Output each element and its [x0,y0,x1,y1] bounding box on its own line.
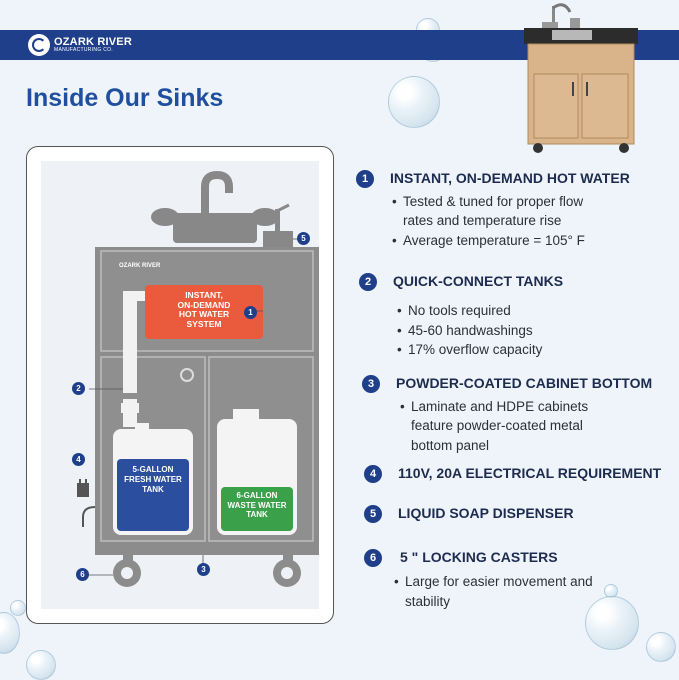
bubble-decoration [0,612,20,654]
feature-number-6: 6 [364,549,382,567]
logo-name: OZARK RIVER [54,36,132,48]
feature-bullet: 45-60 handwashings [397,323,533,338]
bubble-decoration [26,650,56,680]
feature-bullet: Average temperature = 105° F [392,233,585,248]
feature-number-2: 2 [359,273,377,291]
fresh-tank-label: 5-GALLON FRESH WATER TANK [124,465,182,494]
feature-bullet: No tools required [397,303,511,318]
bubble-decoration [388,76,440,128]
bubble-decoration [585,596,639,650]
bubble-decoration [10,600,26,616]
feature-number-5: 5 [364,505,382,523]
feature-bullet-cont: rates and temperature rise [403,213,562,228]
feature-title-6: 5 " LOCKING CASTERS [400,549,558,565]
bubble-decoration [646,632,676,662]
diagram-marker-1: 1 [244,306,257,319]
feature-bullet-cont: stability [405,594,451,609]
logo-subtitle: MANUFACTURING CO. [54,47,113,53]
sink-diagram-card: OZARK RIVER INSTANT, ON-DEMAND HOT WATER… [26,146,334,624]
sink-product-image [524,3,638,153]
sink-cutaway-diagram [41,161,319,609]
feature-title-2: QUICK-CONNECT TANKS [393,273,564,289]
brand-logo: OZARK RIVER MANUFACTURING CO. [28,30,132,60]
feature-bullet: Large for easier movement and [394,574,593,589]
page-title: Inside Our Sinks [26,84,224,112]
feature-number-4: 4 [364,465,382,483]
diagram-marker-3: 3 [197,563,210,576]
feature-number-1: 1 [356,170,374,188]
feature-bullet: Tested & tuned for proper flow [392,194,583,209]
diagram-marker-6: 6 [76,568,89,581]
feature-bullet-cont: feature powder-coated metal [411,418,583,433]
diagram-marker-2: 2 [72,382,85,395]
diagram-marker-5: 5 [297,232,310,245]
feature-bullet: 17% overflow capacity [397,342,542,357]
diagram-marker-4: 4 [72,453,85,466]
feature-title-4: 110V, 20A ELECTRICAL REQUIREMENT [398,465,662,481]
feature-bullet-cont: bottom panel [411,438,490,453]
waste-tank-label: 6-GALLON WASTE WATER TANK [227,491,287,519]
feature-title-5: LIQUID SOAP DISPENSER [398,505,574,521]
heater-label: INSTANT, ON-DEMAND HOT WATER SYSTEM [177,290,231,329]
feature-number-3: 3 [362,375,380,393]
feature-title-1: INSTANT, ON-DEMAND HOT WATER [390,170,630,186]
feature-bullet: Laminate and HDPE cabinets [400,399,588,414]
diagram-logo: OZARK RIVER [119,263,161,269]
logo-mark-icon [28,34,50,56]
feature-title-3: POWDER-COATED CABINET BOTTOM [396,375,653,391]
